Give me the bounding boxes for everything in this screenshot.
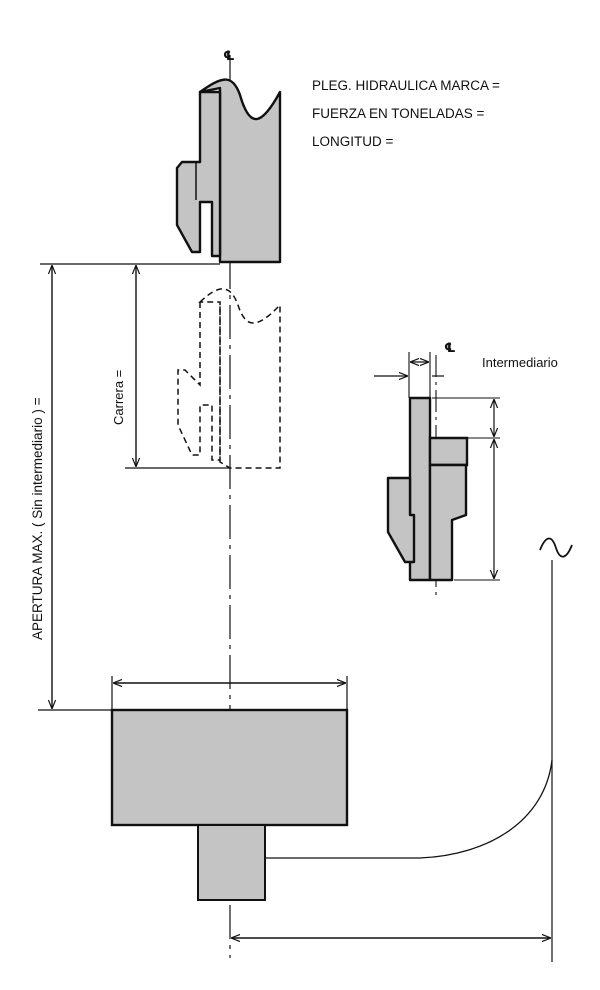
die-block: [110, 708, 349, 827]
frame-throat-curve: [265, 759, 553, 859]
max-opening-label: APERTURA MAX. ( Sin intermediario ) =: [30, 397, 45, 640]
intermediate-lower-body: [428, 463, 468, 582]
tonnage-label: FUERZA EN TONELADAS =: [312, 106, 485, 121]
die-shank: [197, 824, 266, 901]
press-brand-label: PLEG. HIDRAULICA MARCA =: [312, 78, 500, 93]
length-label: LONGITUD =: [312, 134, 394, 149]
intermediate-centerline-symbol: ℄: [444, 341, 456, 356]
punch-bottom-position: [177, 302, 221, 461]
frame-break-symbol: [539, 537, 573, 558]
ram-bottom-position: [198, 288, 281, 469]
intermediate-punch-holder: [386, 476, 416, 564]
stroke-label: Carrera =: [111, 370, 126, 425]
intermediate-label: Intermediario: [482, 355, 558, 370]
intermediate-upper-clamp: [428, 436, 469, 467]
main-centerline-symbol: ℄: [223, 49, 235, 64]
upper-punch-holder: [175, 90, 222, 258]
